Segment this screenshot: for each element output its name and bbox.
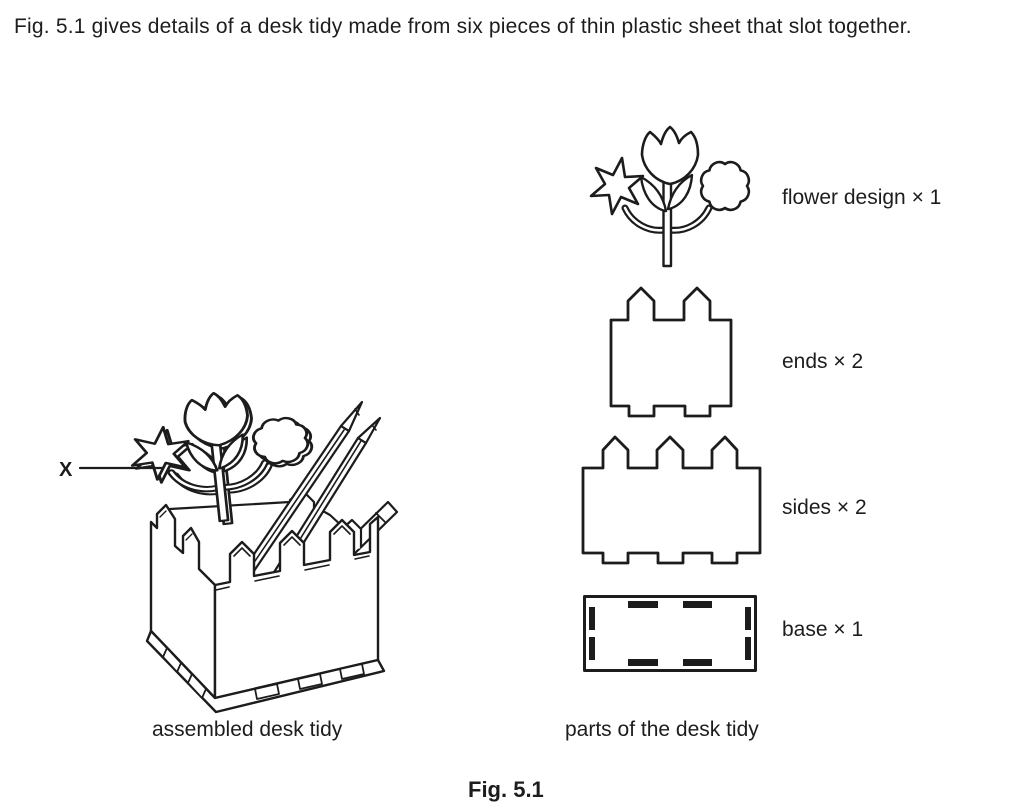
assembled-desk-tidy-drawing: X [59, 384, 399, 714]
caption-parts: parts of the desk tidy [565, 718, 759, 741]
part-label-base: base × 1 [782, 618, 864, 641]
flower-design-part-drawing [591, 127, 749, 266]
part-label-flower-design: flower design × 1 [782, 186, 942, 209]
x-marker-label: X [59, 459, 73, 481]
base-part-drawing [583, 595, 757, 672]
part-label-sides: sides × 2 [782, 496, 867, 519]
intro-text: Fig. 5.1 gives details of a desk tidy ma… [14, 15, 912, 38]
sides-part-drawing [581, 435, 762, 565]
figure-number-caption: Fig. 5.1 [468, 777, 544, 802]
caption-assembled: assembled desk tidy [152, 718, 343, 741]
ends-part-drawing [609, 286, 733, 418]
part-label-ends: ends × 2 [782, 350, 864, 373]
